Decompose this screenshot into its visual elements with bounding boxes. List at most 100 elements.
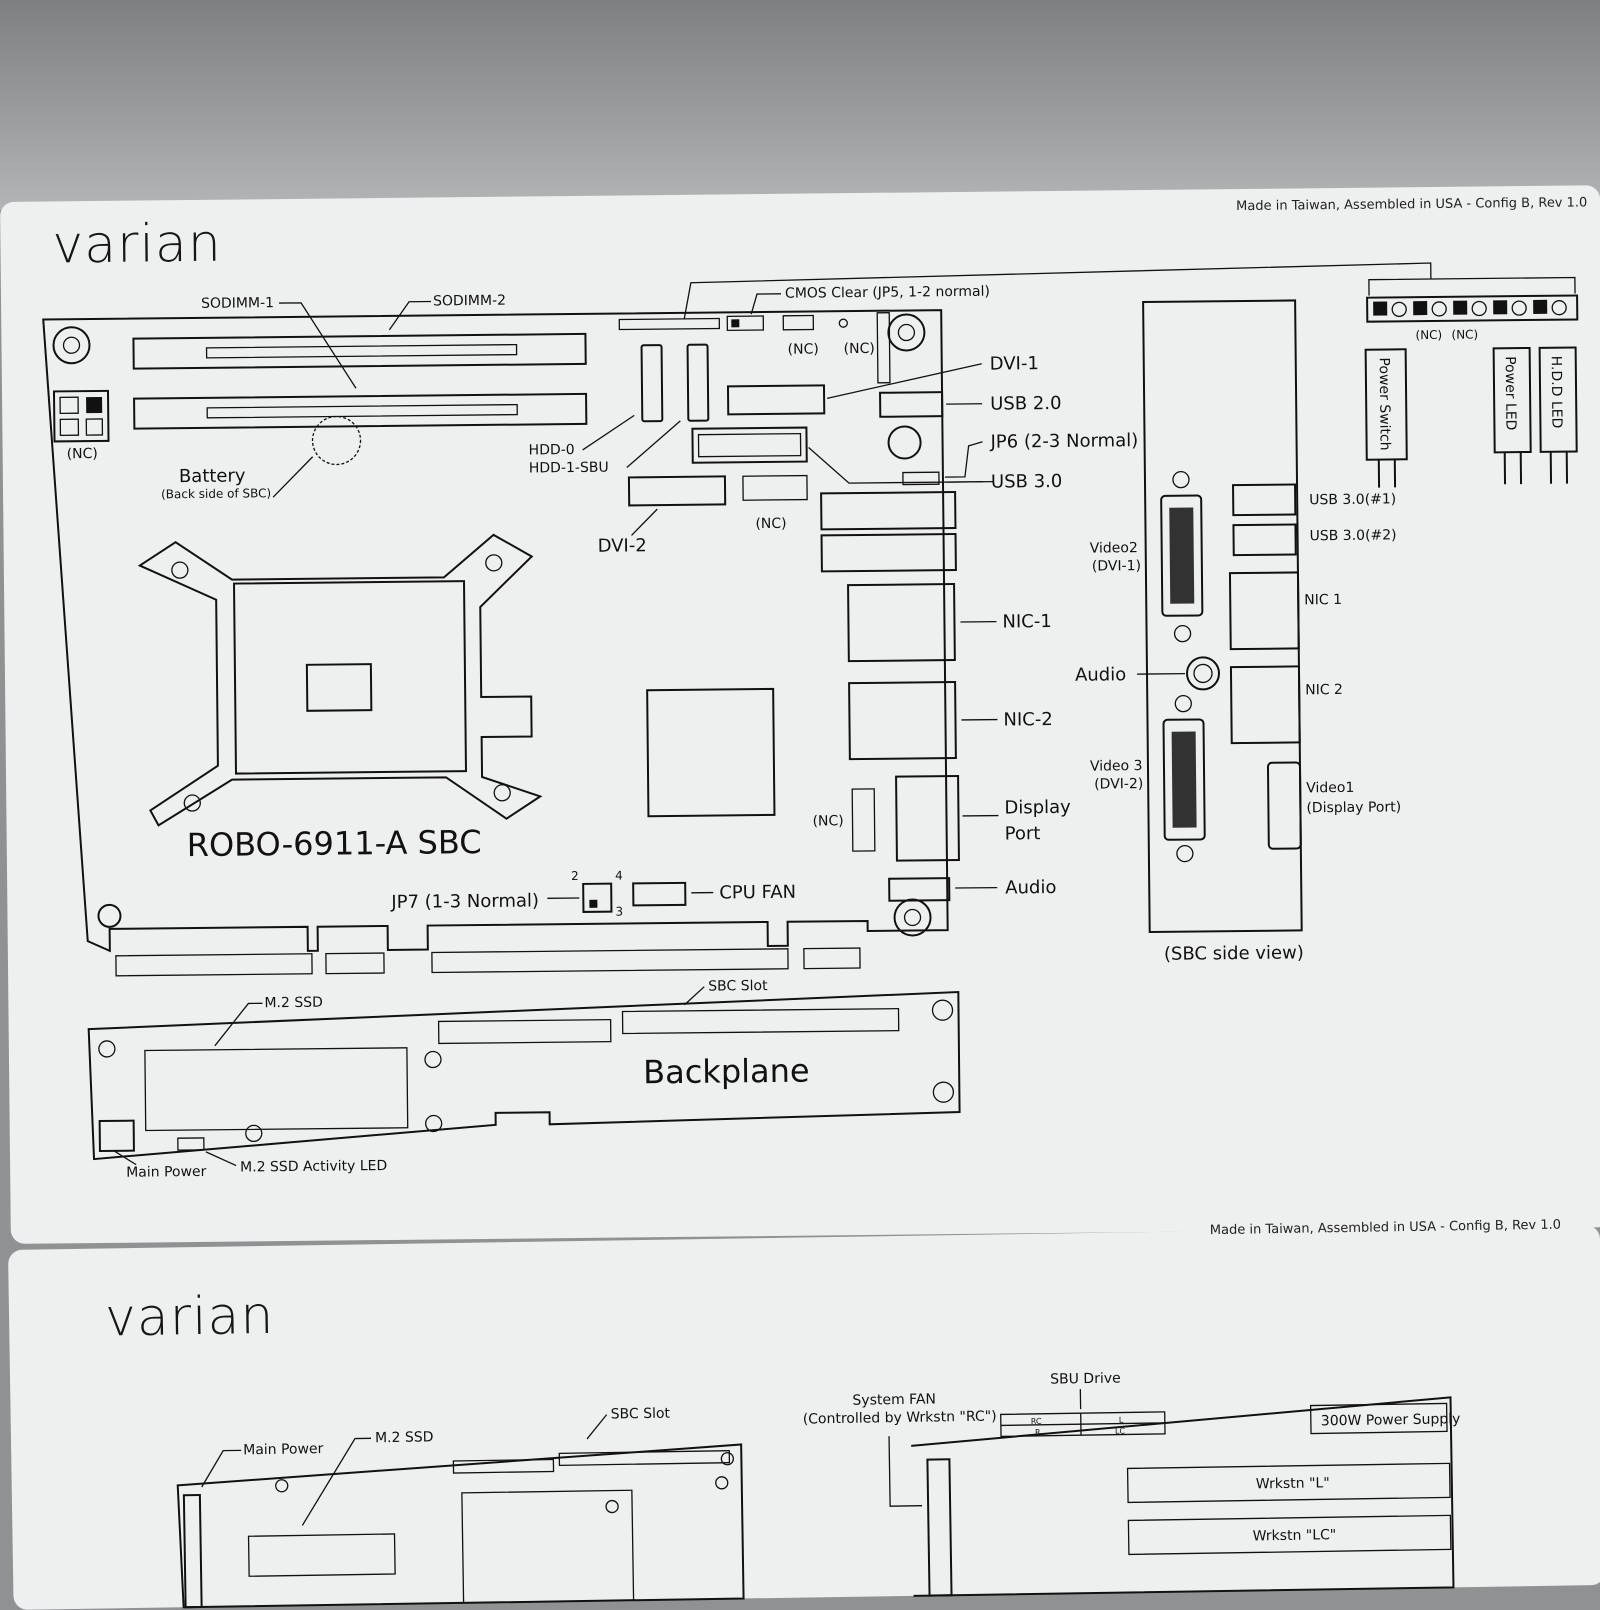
sata-hdd1 — [688, 345, 709, 421]
c2-sbc-slot-label: SBC Slot — [611, 1406, 671, 1423]
wrkstn-lc-label: Wrkstn "LC" — [1253, 1527, 1337, 1544]
c2-backplane-outline — [177, 1445, 743, 1608]
nc-label-1: (NC) — [788, 341, 819, 357]
nic1-rj45 — [1230, 572, 1299, 649]
hdd1-label: HDD-1-SBU — [529, 460, 609, 477]
bay-l: L — [1119, 1415, 1124, 1424]
sbc-slot-2 — [623, 1009, 899, 1034]
dvi2-header — [629, 476, 725, 505]
battery-note: (Back side of SBC) — [161, 486, 271, 501]
system-fan-label: System FAN — [852, 1391, 936, 1408]
battery-outline — [312, 416, 361, 465]
side-video3: Video 3 — [1090, 758, 1143, 775]
display-port-connector — [896, 776, 959, 861]
diagram-card-bottom: varian Made in Taiwan, Assembled in USA … — [8, 1225, 1600, 1610]
nic2-port — [849, 682, 956, 759]
main-power-label: Main Power — [126, 1164, 207, 1181]
fp-nc-a: (NC) — [1415, 328, 1442, 342]
side-video1-sub: (Display Port) — [1306, 799, 1401, 816]
side-nic1: NIC 1 — [1304, 592, 1342, 608]
nc-vertical-header — [852, 789, 875, 851]
jp7-pin2: 2 — [571, 869, 579, 883]
edge-finger-4 — [804, 948, 860, 969]
c2-main-power-label: Main Power — [243, 1441, 324, 1458]
dvi1-label: DVI-1 — [990, 353, 1039, 375]
bay-rc: RC — [1031, 1417, 1042, 1426]
jp7-pin3: 3 — [615, 905, 623, 919]
m2-led-label: M.2 SSD Activity LED — [240, 1158, 387, 1176]
psu-label: 300W Power Supply — [1321, 1411, 1461, 1429]
nic2-label: NIC-2 — [1003, 709, 1053, 731]
usb30-1-connector — [1233, 484, 1295, 515]
edge-finger-1 — [116, 954, 312, 976]
backplane-title: Backplane — [643, 1052, 810, 1092]
sodimm-2-slot — [134, 394, 586, 429]
sata-hdd0 — [642, 345, 663, 421]
jp6-label: JP6 (2-3 Normal) — [989, 430, 1138, 453]
cpu-fan-label: CPU FAN — [719, 882, 796, 904]
usb30-port-2 — [822, 534, 956, 571]
m2-activity-led — [178, 1138, 204, 1150]
atx-power-header — [692, 428, 806, 463]
m2-ssd-module — [145, 1048, 408, 1131]
edge-finger-3 — [432, 949, 788, 973]
jp7-pin4: 4 — [615, 869, 623, 883]
side-usb2: USB 3.0(#2) — [1309, 527, 1396, 544]
audio-header — [889, 878, 949, 901]
c2-slot-2 — [559, 1451, 729, 1466]
c2-m2-module — [249, 1534, 396, 1576]
mount-hole-bl — [98, 905, 120, 927]
side-video2-sub: (DVI-1) — [1092, 558, 1141, 575]
side-video2: Video2 — [1090, 540, 1138, 557]
nc-left-label: (NC) — [67, 446, 98, 462]
hdd0-label: HDD-0 — [529, 442, 575, 458]
board-title: ROBO-6911-A SBC — [187, 823, 482, 864]
dvi1-header — [728, 385, 824, 414]
sodimm-2-label: SODIMM-2 — [433, 293, 506, 310]
sbc-board-outline — [43, 310, 948, 953]
nc-label-4: (NC) — [812, 813, 843, 829]
nic2-rj45 — [1231, 666, 1300, 743]
edge-finger-2 — [326, 953, 384, 974]
fp-hdd-led: H.D.D LED — [1548, 356, 1565, 429]
nc-label-3: (NC) — [755, 516, 786, 532]
side-video1: Video1 — [1306, 780, 1354, 797]
mount-hole-tr — [888, 314, 924, 350]
sodimm-1-label: SODIMM-1 — [201, 295, 274, 312]
side-usb1: USB 3.0(#1) — [1309, 491, 1396, 508]
sbc-diagram: (NC) Battery (Back side of SBC) SODIMM-1… — [0, 185, 1600, 1244]
system-fan — [927, 1459, 951, 1595]
c2-m2-ssd-label: M.2 SSD — [375, 1429, 434, 1446]
metal-background — [0, 0, 1600, 210]
battery-label: Battery — [179, 465, 246, 487]
jp6-circle — [888, 426, 920, 458]
cmos-label: CMOS Clear (JP5, 1-2 normal) — [785, 284, 990, 302]
fp-power-led: Power LED — [1502, 356, 1519, 430]
main-power-connector — [100, 1121, 134, 1151]
header-strip — [619, 318, 719, 329]
m2-ssd-label: M.2 SSD — [264, 995, 323, 1012]
side-video3-sub: (DVI-2) — [1094, 776, 1143, 793]
side-audio: Audio — [1075, 664, 1126, 686]
system-layout-diagram: Main Power M.2 SSD SBC Slot System FAN (… — [8, 1225, 1600, 1610]
fp-nc-b: (NC) — [1451, 328, 1478, 342]
cpu-bracket — [140, 534, 541, 825]
video1-displayport — [1268, 762, 1301, 848]
backplane-outline — [88, 992, 960, 1159]
fp-power-switch: Power Switch — [1376, 357, 1393, 450]
nic1-port — [848, 584, 955, 661]
cpu-fan-header — [633, 883, 685, 906]
usb30-port-1 — [821, 492, 955, 529]
vertical-header — [877, 313, 890, 383]
side-view-caption: (SBC side view) — [1164, 942, 1304, 964]
usb30-label: USB 3.0 — [991, 471, 1063, 493]
nic1-label: NIC-1 — [1002, 611, 1052, 633]
nc-header — [743, 476, 807, 501]
side-nic2: NIC 2 — [1305, 682, 1343, 698]
display-port-label-2: Port — [1005, 823, 1041, 844]
c2-sbc-outline — [462, 1490, 634, 1603]
audio-jack — [1187, 657, 1219, 689]
usb20-header — [880, 392, 942, 417]
nc-label-2: (NC) — [844, 341, 875, 357]
usb20-label: USB 2.0 — [990, 393, 1062, 415]
